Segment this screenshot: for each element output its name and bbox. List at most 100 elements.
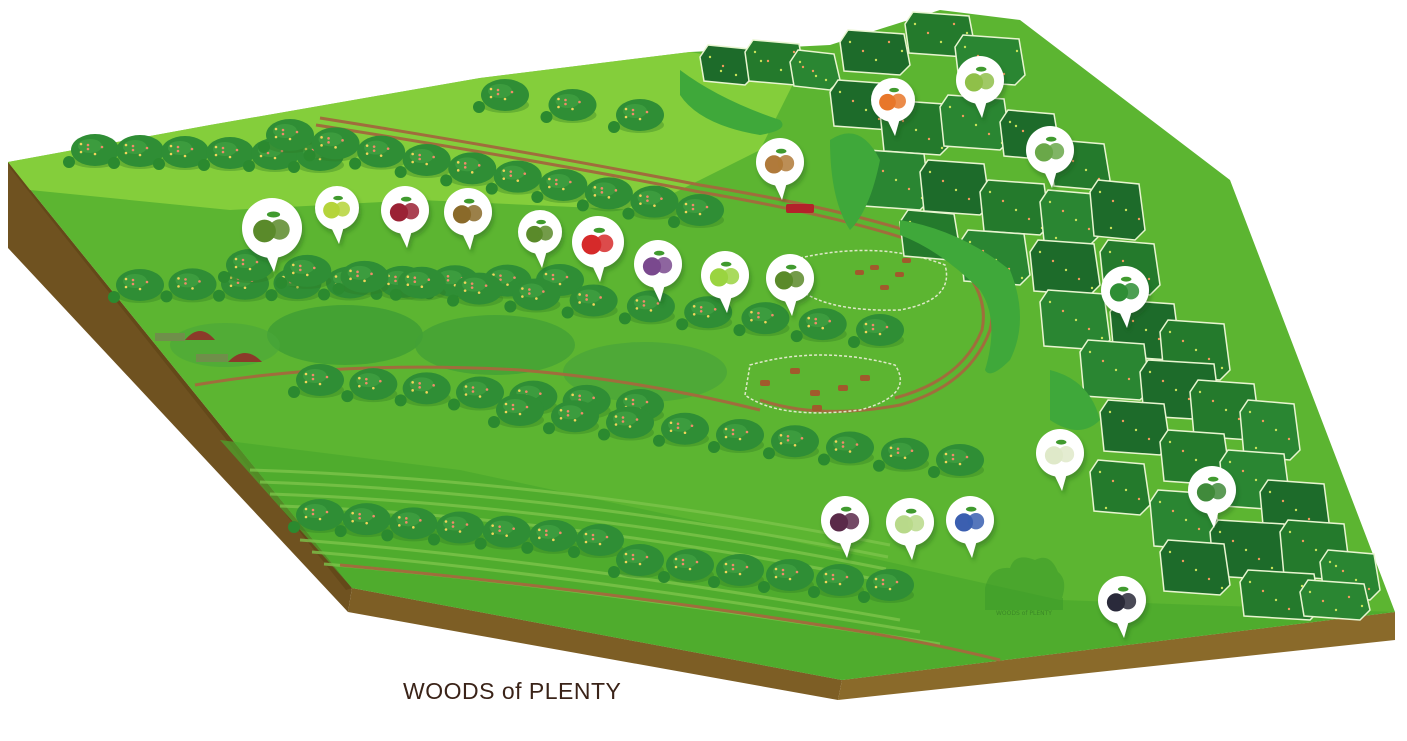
orchard-tree (618, 290, 675, 325)
green-pear-icon (701, 251, 749, 313)
orchard-tree (808, 564, 864, 598)
orchard-tree (440, 152, 497, 187)
locust-pods-icon (766, 254, 814, 316)
farm-sheds (155, 331, 262, 362)
orchard-tree (349, 135, 406, 170)
orchard-tree (540, 89, 597, 123)
orchard-tree (332, 260, 389, 295)
orchard-tree (668, 194, 724, 228)
orchard-tree (758, 559, 814, 593)
oak-leaf-icon (1101, 266, 1149, 328)
orchard-tree (733, 302, 790, 337)
orchard-tree (198, 137, 254, 171)
gooseberry-icon (886, 498, 934, 560)
orchard-tree (334, 503, 391, 538)
orchard-tree (858, 569, 914, 603)
farm-paths (194, 116, 1001, 662)
orchard-tree (63, 134, 119, 168)
locust-pods-icon (518, 210, 562, 268)
orchard-tree (561, 284, 618, 319)
forest-canopy (699, 11, 1381, 621)
orchard-tree (873, 437, 929, 472)
orchard-tree (381, 507, 438, 542)
orchard-tree (288, 364, 344, 398)
orchard-tree (568, 524, 624, 558)
forest-tree (979, 179, 1051, 236)
orchard-tree (653, 412, 709, 447)
orchard-tree (389, 266, 446, 301)
forest-tree (699, 44, 756, 86)
orchard-tree (818, 431, 874, 466)
orchard-trees (63, 79, 984, 603)
orchard-tree (521, 519, 578, 554)
orchard-tree (448, 376, 504, 411)
orchard-tree (708, 554, 764, 588)
blackberry-icon (1098, 576, 1146, 638)
page-title: WOODS of PLENTY (403, 678, 622, 704)
pasture-fences (744, 249, 948, 414)
orchard-tree (108, 269, 164, 303)
purple-plums-icon (634, 240, 682, 302)
orchard-tree (488, 394, 544, 428)
orchard-tree (288, 499, 344, 533)
forest-tree (1099, 399, 1171, 456)
orchard-tree (153, 136, 209, 170)
woods-of-plenty-logo: WOODS of PLENTY (985, 557, 1065, 617)
persimmon-icon (871, 78, 915, 136)
forest-tree (1089, 459, 1151, 516)
orchard-tree (543, 400, 599, 435)
orchard-tree (394, 144, 451, 178)
orchard-tree (708, 419, 764, 453)
orchard-tree (258, 119, 314, 153)
orchard-tree (160, 268, 217, 303)
hazelnut-icon (756, 138, 804, 200)
forest-tree (1239, 399, 1301, 461)
orchard-tree (428, 511, 484, 546)
red-plums-icon (381, 186, 429, 248)
cattle (760, 258, 911, 411)
orchard-tree (485, 160, 542, 195)
hedgerows (680, 70, 1100, 430)
orchard-tree (622, 185, 679, 220)
orchard-tree (598, 406, 654, 441)
forest-tree (839, 29, 911, 76)
forest-tree (1089, 179, 1146, 241)
brown-pears-icon (444, 188, 492, 250)
red-apples-icon (572, 216, 624, 282)
forest-tree (1209, 519, 1291, 581)
forest-tree (1159, 539, 1231, 596)
elderberry-icon (821, 496, 869, 558)
orchard-tree (474, 515, 531, 550)
orchard-tree (341, 368, 398, 403)
forest-tree (1239, 569, 1321, 621)
forest-tree (1299, 579, 1371, 621)
forest-tree (1029, 239, 1101, 296)
orchard-tree (447, 272, 504, 307)
orchard-tree (676, 296, 733, 331)
orchard-tree (848, 314, 904, 348)
orchard-tree (275, 254, 332, 289)
orchard-tree (608, 544, 664, 578)
orchard-tree (928, 444, 984, 478)
forest-tree (789, 49, 841, 91)
wild-garlic-icon (1188, 466, 1236, 528)
forest-tree (1079, 339, 1151, 401)
orchard-tree (576, 177, 633, 212)
orchard-tree (531, 169, 588, 203)
orchard-tree (108, 135, 164, 169)
red-truck (786, 204, 814, 213)
orchard-tree (394, 372, 451, 407)
elderflower-icon (1036, 429, 1084, 491)
orchard-tree (303, 127, 360, 162)
orchard-tree (504, 278, 561, 313)
orchard-tree (608, 99, 664, 133)
orchard-tree (790, 308, 847, 343)
logo-text: WOODS of PLENTY (996, 610, 1052, 617)
orchard-tree (763, 425, 819, 460)
ash-leaves-icon (956, 56, 1004, 118)
orchard-tree (658, 549, 714, 583)
locust-pods-icon (242, 198, 302, 272)
forest-tree (939, 94, 1011, 151)
forest-tree (919, 159, 991, 216)
